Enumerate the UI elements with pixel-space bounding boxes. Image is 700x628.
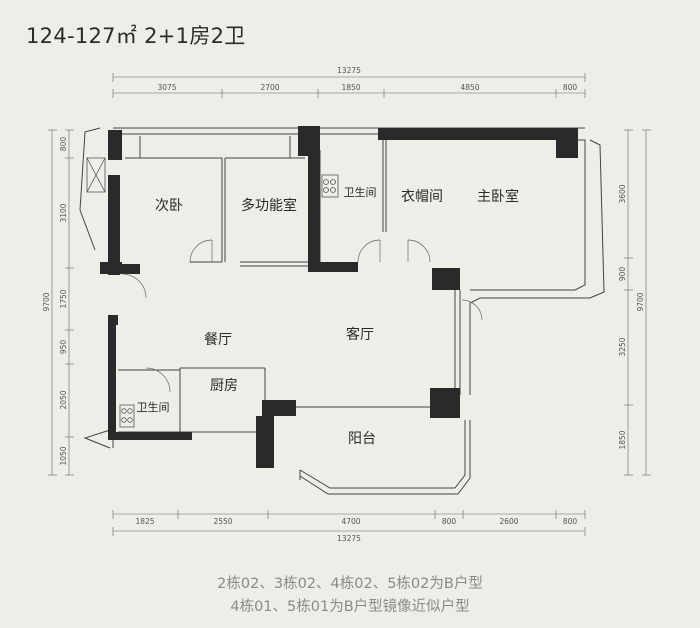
thick-walls	[100, 126, 578, 468]
room-multi-function: 多功能室	[241, 197, 297, 214]
room-bathroom-top: 卫生间	[344, 185, 377, 199]
dim-left-1: 800	[59, 137, 68, 152]
room-secondary-bedroom: 次卧	[155, 198, 183, 214]
note-line-2: 4栋01、5栋01为B户型镜像近似户型	[230, 599, 470, 615]
dim-right-2: 900	[618, 267, 627, 282]
dim-left-5: 2050	[59, 390, 68, 409]
room-kitchen: 厨房	[210, 378, 238, 394]
room-dining: 餐厅	[204, 332, 232, 348]
dim-bottom-6: 800	[563, 517, 578, 526]
room-living: 客厅	[346, 326, 374, 343]
dim-top-5: 800	[563, 83, 578, 92]
dimension-lines	[48, 73, 651, 536]
dim-right-1: 3600	[618, 184, 627, 203]
dim-bottom-4: 800	[442, 517, 457, 526]
dim-top-4: 4850	[460, 83, 479, 92]
thin-walls	[79, 127, 605, 495]
note-line-1: 2栋02、3栋02、4栋02、5栋02为B户型	[217, 576, 483, 592]
dim-left-3: 1750	[59, 289, 68, 308]
dim-bottom-total: 13275	[337, 534, 361, 543]
dim-bottom-5: 2600	[499, 517, 518, 526]
dimension-labels: 13275 3075 2700 1850 4850 800 1825 2550 …	[42, 66, 645, 543]
room-labels: 次卧 多功能室 卫生间 衣帽间 主卧室 餐厅 客厅 厨房 卫生间 阳台	[137, 185, 520, 447]
room-bathroom-bottom: 卫生间	[137, 400, 170, 414]
dim-right-4: 1850	[618, 430, 627, 449]
room-balcony: 阳台	[348, 431, 376, 447]
dim-right-total: 9700	[636, 292, 645, 311]
dim-top-2: 2700	[260, 83, 279, 92]
dim-top-total: 13275	[337, 66, 361, 75]
room-cloakroom: 衣帽间	[401, 189, 443, 205]
dim-top-1: 3075	[157, 83, 176, 92]
page-title: 124-127㎡ 2+1房2卫	[26, 24, 246, 48]
dim-left-2: 3100	[59, 203, 68, 222]
dim-left-total: 9700	[42, 292, 51, 311]
dim-right-3: 3250	[618, 337, 627, 356]
dim-left-6: 1050	[59, 446, 68, 465]
dim-bottom-3: 4700	[341, 517, 360, 526]
dim-left-4: 950	[59, 340, 68, 355]
room-master-bedroom: 主卧室	[477, 188, 519, 205]
dim-bottom-2: 2550	[213, 517, 232, 526]
dim-top-3: 1850	[341, 83, 360, 92]
door-swings	[121, 239, 483, 393]
fixtures	[86, 157, 339, 428]
dim-bottom-1: 1825	[135, 517, 154, 526]
